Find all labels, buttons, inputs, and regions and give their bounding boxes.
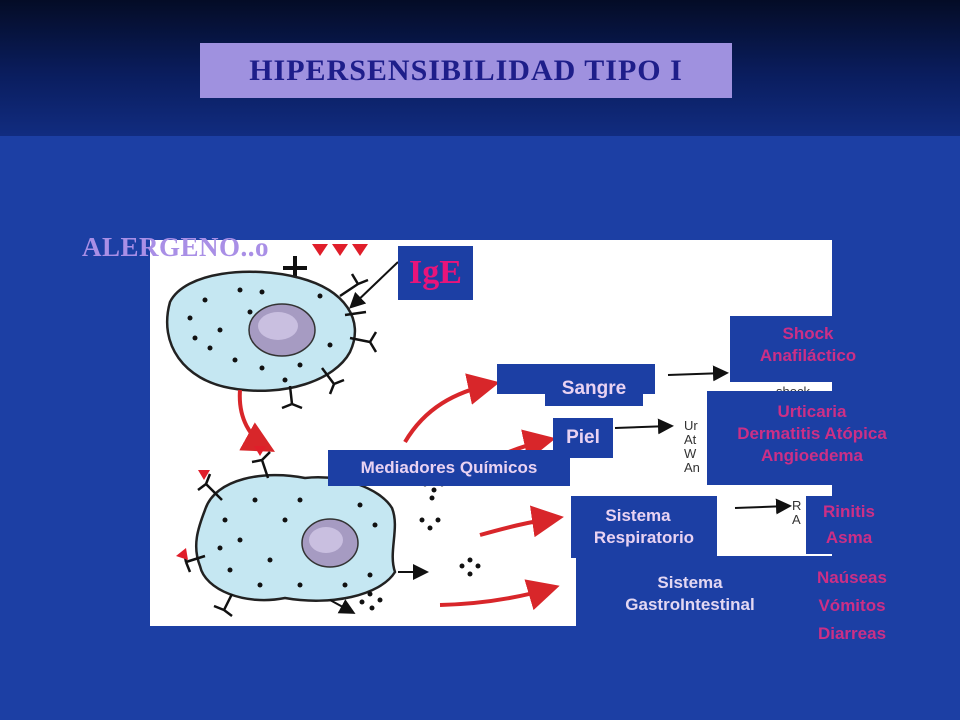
outcome-piel: Urticaria Dermatitis Atópica Angioedema xyxy=(707,391,917,485)
outcome-piel-line1: Urticaria xyxy=(777,402,847,421)
slide-title: HIPERSENSIBILIDAD TIPO I xyxy=(200,43,732,98)
allergen-label: ALERGENO..o xyxy=(82,232,270,262)
target-respiratorio: Sistema Respiratorio xyxy=(571,496,717,558)
outcome-respiratorio-line1: Rinitis xyxy=(823,502,875,521)
outcome-shock-line1: Shock xyxy=(782,324,834,343)
outcome-piel-line2: Dermatitis Atópica xyxy=(737,424,887,443)
target-respiratorio-line1: Sistema xyxy=(605,506,671,525)
svg-text:W: W xyxy=(684,446,697,461)
outcome-respiratorio-line2: Asma xyxy=(825,528,873,547)
outcome-shock-line2: Anafiláctico xyxy=(759,346,857,365)
target-piel: Piel xyxy=(553,418,613,458)
outcome-gastro-line1: Naúseas xyxy=(817,568,887,587)
mediators-label: Mediadores Químicos xyxy=(328,450,570,486)
allergen-triangles xyxy=(312,244,368,256)
outcome-respiratorio: Rinitis Asma xyxy=(806,496,892,554)
outcome-gastro-line3: Diarreas xyxy=(817,624,887,643)
target-respiratorio-line2: Respiratorio xyxy=(593,528,695,547)
panel-corner-cut xyxy=(576,556,832,626)
svg-text:Ur: Ur xyxy=(684,418,698,433)
released-granules xyxy=(359,481,481,611)
outcome-shock: Shock Anafiláctico xyxy=(730,316,886,382)
ige-label: IgE xyxy=(398,246,473,300)
svg-text:At: At xyxy=(684,432,697,447)
outcome-gastro: Naúseas Vómitos Diarreas xyxy=(790,564,914,648)
svg-text:A: A xyxy=(792,512,801,527)
target-gastro-line1: Sistema xyxy=(657,573,723,592)
target-gastro: Sistema GastroIntestinal xyxy=(600,572,780,624)
mast-cell-degranulating xyxy=(176,446,397,617)
svg-text:R: R xyxy=(792,498,801,513)
outcome-piel-line3: Angioedema xyxy=(760,446,864,465)
target-gastro-line2: GastroIntestinal xyxy=(625,595,755,614)
target-sangre: Sangre xyxy=(545,372,643,406)
mast-cell-resting xyxy=(165,270,378,410)
svg-text:An: An xyxy=(684,460,700,475)
outcome-gastro-line2: Vómitos xyxy=(818,596,886,615)
